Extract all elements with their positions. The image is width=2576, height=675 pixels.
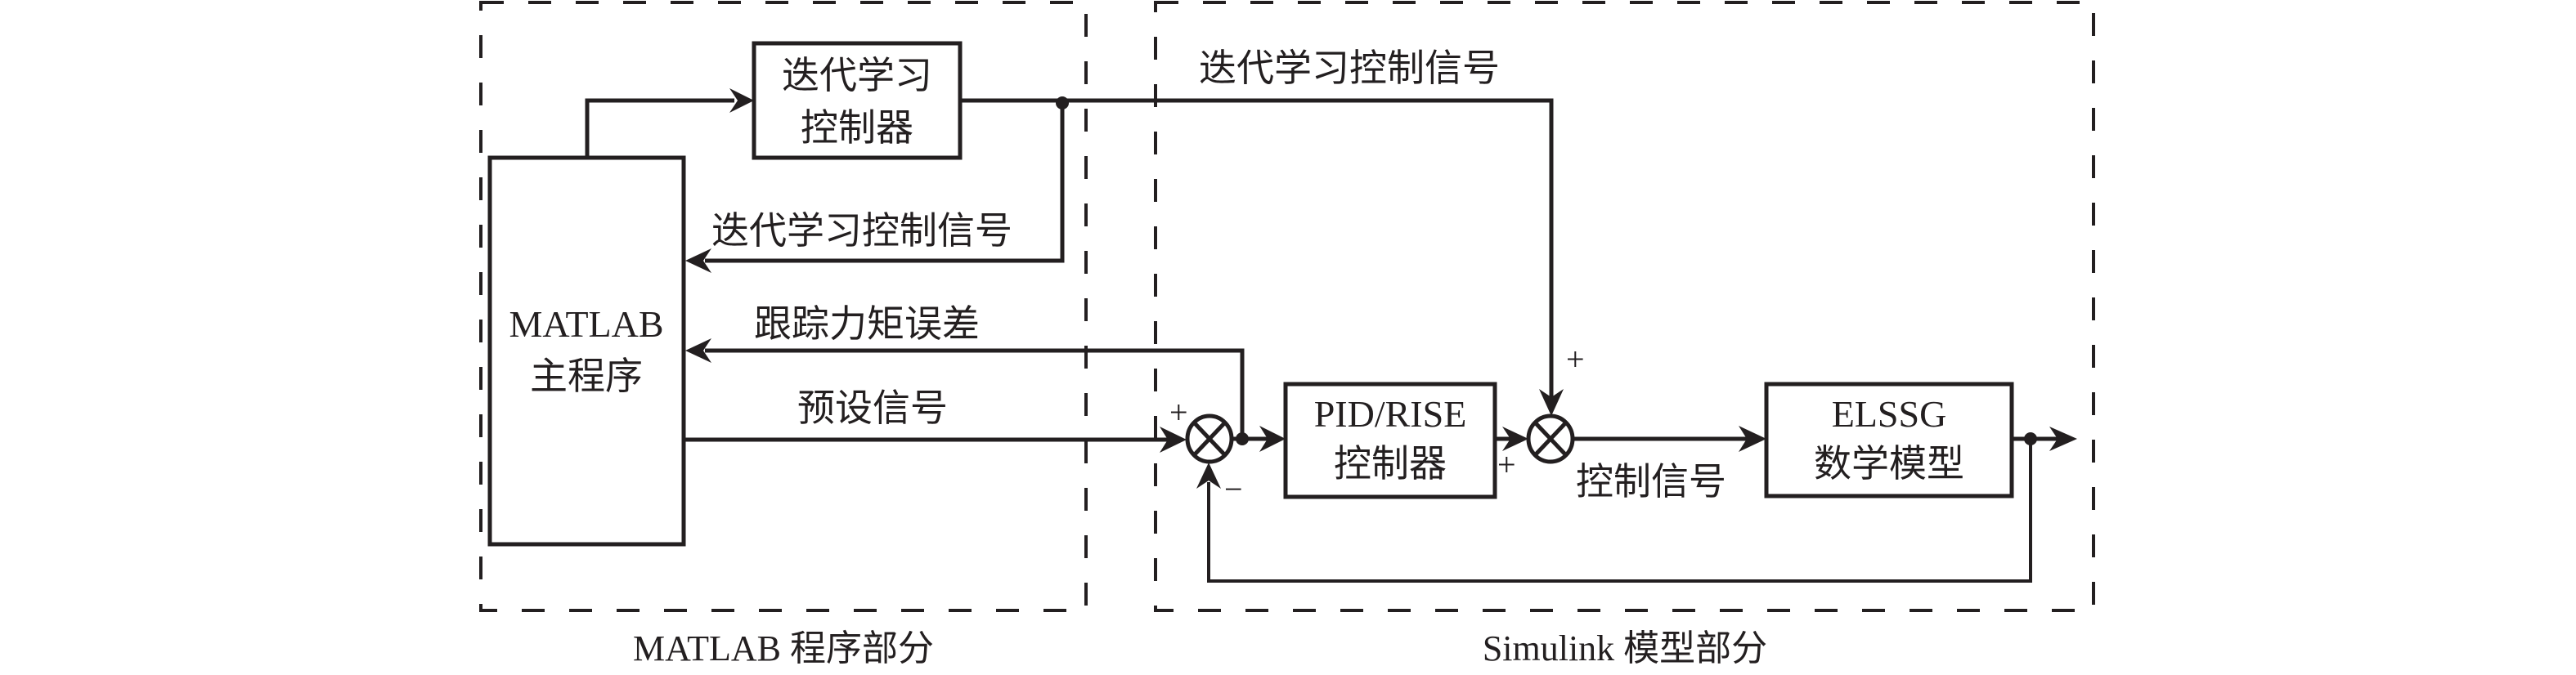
tracking-error-label: 跟踪力矩误差 [754, 303, 980, 345]
output-feedback-wire [1207, 439, 2032, 583]
matlab-region-frame [479, 1, 1088, 612]
arrow-head-icon [2049, 427, 2077, 451]
ilc-signal-feedback-label: 迭代学习控制信号 [711, 210, 1012, 252]
ilc-controller-block[interactable]: 迭代学习 控制器 [752, 41, 963, 160]
arrow-head-icon [729, 88, 754, 113]
arrow-head-icon [685, 338, 711, 363]
arrow-head-icon [1502, 427, 1528, 451]
arrow-head-icon [1259, 426, 1286, 452]
summing-junction-1 [1185, 413, 1234, 464]
ilc-controller-label-2: 控制器 [801, 107, 913, 149]
matlab-main-label-2: 主程序 [530, 355, 643, 397]
ilc-signal-wire [960, 98, 1554, 399]
sum2-plus-top-sign: + [1566, 341, 1585, 378]
arrow-head-icon [1539, 389, 1564, 416]
elssg-model-block[interactable]: ELSSG 数学模型 [1764, 382, 2014, 498]
ilc-feedback-wire [705, 103, 1065, 263]
pid-rise-label-2: 控制器 [1334, 443, 1447, 485]
simulink-region-caption: Simulink 模型部分 [1483, 628, 1767, 668]
ilc-controller-block-frame [752, 41, 963, 160]
ilc-signal-top-label: 迭代学习控制信号 [1199, 47, 1500, 89]
pid-rise-controller-block[interactable]: PID/RISE 控制器 [1283, 382, 1497, 499]
arrow-head-icon [1196, 463, 1221, 489]
elssg-label-1: ELSSG [1832, 393, 1947, 435]
sum2-plus-left-sign: + [1497, 446, 1516, 483]
matlab-to-ilc-wire [585, 98, 734, 158]
sum1-plus-sign: + [1169, 394, 1188, 431]
matlab-main-block-frame [487, 155, 686, 547]
pid-rise-label-1: PID/RISE [1314, 393, 1467, 435]
matlab-main-block[interactable]: MATLAB 主程序 [487, 155, 686, 547]
elssg-label-2: 数学模型 [1814, 443, 1964, 485]
arrow-head-icon [1160, 427, 1187, 453]
tracking-error-wire [705, 348, 1245, 439]
matlab-main-label-1: MATLAB [509, 303, 663, 345]
matlab-region-caption: MATLAB 程序部分 [633, 628, 934, 668]
arrow-head-icon [685, 248, 711, 273]
error-branch-dot [1236, 432, 1249, 445]
sum1-minus-sign: − [1224, 471, 1243, 507]
arrow-head-icon [1739, 426, 1766, 452]
control-signal-label: 控制信号 [1576, 461, 1726, 503]
ilc-controller-label-1: 迭代学习 [782, 55, 932, 96]
simulink-region-frame [1154, 1, 2095, 612]
summing-junction-2 [1526, 413, 1575, 464]
pid-rise-block-frame [1283, 382, 1497, 499]
preset-signal-label: 预设信号 [797, 387, 948, 429]
